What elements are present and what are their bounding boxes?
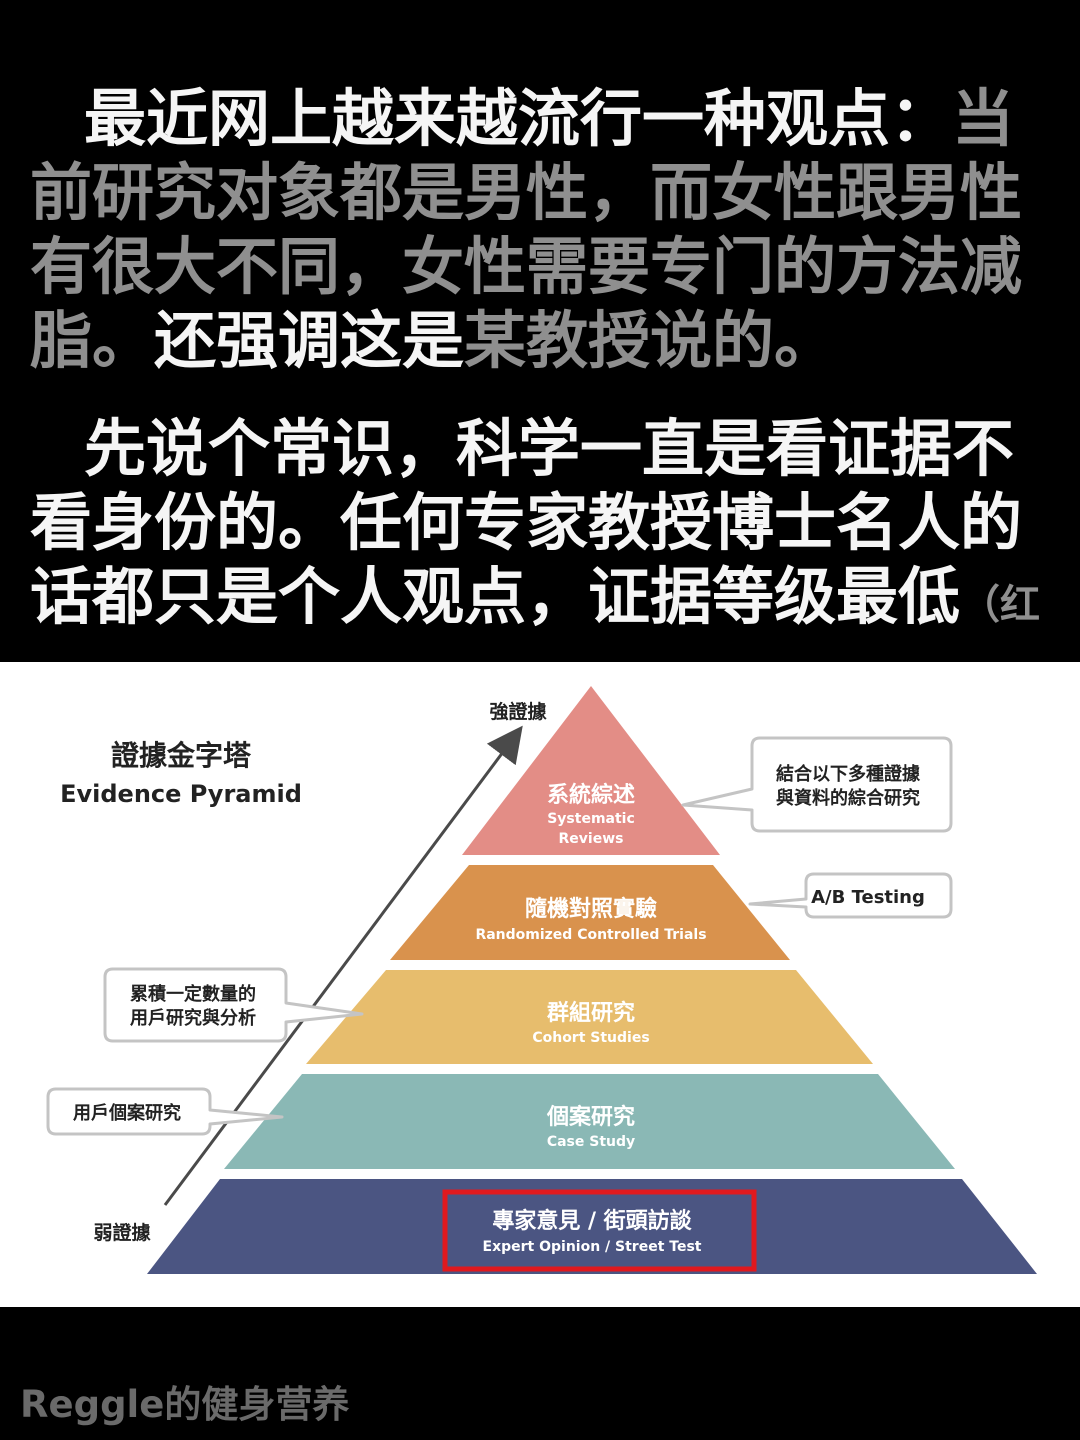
level-1-zh: 系統綜述 <box>547 782 635 808</box>
intro-text-gray-b: 某教授说的。 <box>464 304 837 377</box>
level-case-study <box>224 1074 955 1169</box>
level-2-en: Randomized Controlled Trials <box>475 927 706 943</box>
strength-arrow <box>163 725 523 1206</box>
strong-evidence-label: 強證據 <box>489 700 547 723</box>
callout-rct <box>748 872 953 919</box>
level-3-zh: 群組研究 <box>547 1000 635 1026</box>
level-5-zh: 專家意見 / 街頭訪談 <box>492 1208 692 1234</box>
evidence-pyramid-svg: 系統綜述 Systematic Reviews 隨機對照實驗 Randomize… <box>46 686 1037 1274</box>
level-5-en: Expert Opinion / Street Test <box>483 1239 702 1255</box>
callout-systematic-line1: 結合以下多種證據 <box>776 763 921 785</box>
intro-text-white-a: 最近网上越来越流行一种观点： <box>84 82 953 155</box>
level-2-zh: 隨機對照實驗 <box>525 896 657 922</box>
callout-cohort-line1: 累積一定數量的 <box>130 983 256 1005</box>
highlight-box <box>442 1189 757 1272</box>
intro-paragraph-1: 最近网上越来越流行一种观点：当前研究对象都是男性，而女性跟男性有很大不同，女性需… <box>30 82 1062 378</box>
level-4-en: Case Study <box>547 1134 635 1150</box>
callout-case-study <box>46 1087 284 1136</box>
level-cohort <box>306 970 873 1064</box>
weak-evidence-label: 弱證據 <box>93 1221 151 1244</box>
intro-text-gray-a: 当前研究对象都是男性，而女性跟男性有很大不同，女性需要专门的方法减脂。 <box>30 82 1023 377</box>
intro-paragraph-2: 先说个常识，科学一直是看证据不看身份的。任何专家教授博士名人的话都只是个人观点，… <box>30 412 1062 724</box>
evidence-pyramid-diagram: 系統綜述 Systematic Reviews 隨機對照實驗 Randomize… <box>0 662 1080 1307</box>
pyramid-title-zh: 證據金字塔 <box>111 739 252 772</box>
pyramid-title-en: Evidence Pyramid <box>60 780 302 808</box>
level-1-en-line1: Systematic <box>547 811 635 827</box>
callout-systematic <box>681 736 953 833</box>
intro-text-white-b: 还强调这是 <box>154 304 465 377</box>
callout-cohort <box>103 967 364 1043</box>
callout-case-text: 用戶個案研究 <box>73 1102 181 1124</box>
level-systematic-reviews <box>462 686 720 855</box>
callout-rct-text: A/B Testing <box>811 887 925 908</box>
level-expert-opinion <box>147 1179 1037 1274</box>
level-rct <box>390 865 790 960</box>
level-3-en: Cohort Studies <box>532 1030 649 1046</box>
intro-text-white-c: 先说个常识，科学一直是看证据不看身份的。任何专家教授博士名人的话都只是个人观点，… <box>30 412 1023 633</box>
callout-systematic-line2: 與資料的綜合研究 <box>776 787 920 809</box>
callout-cohort-line2: 用戶研究與分析 <box>130 1007 256 1029</box>
footer-watermark: Reggle的健身营养 <box>20 1383 350 1426</box>
level-1-en-line2: Reviews <box>559 831 624 847</box>
level-4-zh: 個案研究 <box>546 1104 635 1130</box>
